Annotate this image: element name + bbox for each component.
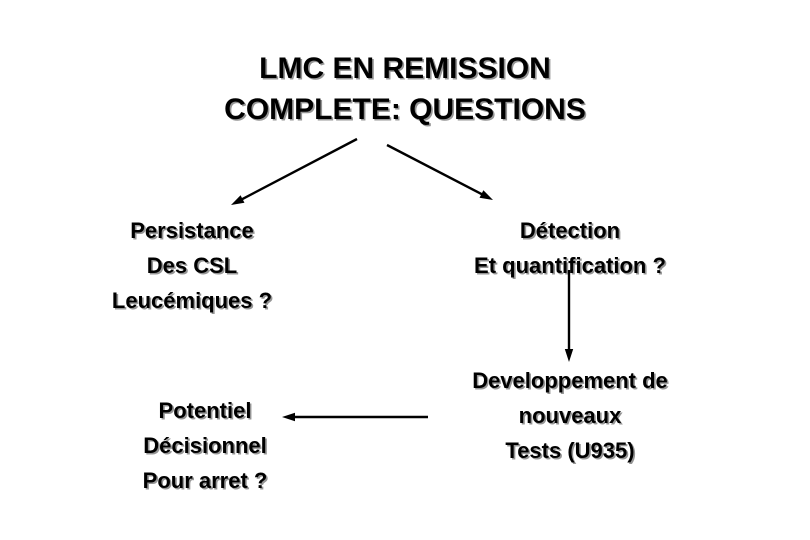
node-potentiel: Potentiel Décisionnel Pour arret ?	[142, 398, 268, 493]
page-title: LMC EN REMISSION COMPLETE: QUESTIONS	[224, 52, 586, 126]
node-developpement: Developpement de nouveaux Tests (U935)	[472, 368, 668, 463]
connector-arrowhead-detection-to-developpement	[564, 349, 574, 362]
connector-line-title-to-detection	[386, 143, 486, 197]
connector-line-title-to-persistance	[238, 137, 358, 202]
node-persistance: Persistance Des CSL Leucémiques ?	[111, 218, 273, 313]
connector-arrowhead-title-to-detection	[479, 190, 493, 200]
connector-arrowhead-title-to-persistance	[231, 195, 245, 205]
node-detection: Détection Et quantification ?	[474, 218, 666, 278]
